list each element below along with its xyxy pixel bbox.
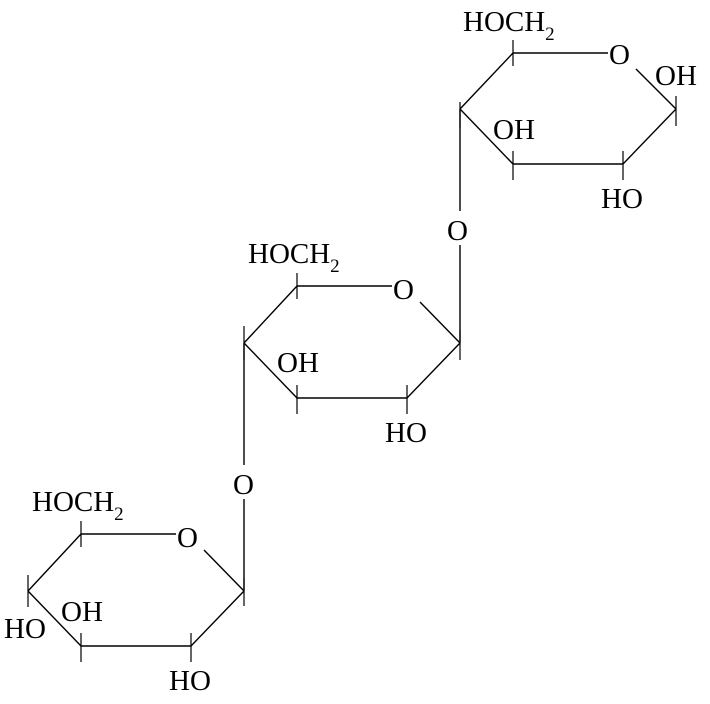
ring-top-c3-oh-label: OH <box>493 114 535 146</box>
ring-top-ch2oh-label: HOCH2 <box>463 6 555 45</box>
ring-top-bond <box>459 52 514 110</box>
ring-bottom-c4-oh-label: HO <box>4 613 46 645</box>
ring-bottom-c2-oh-label: HO <box>169 665 211 697</box>
ring-top: HOCH2 O OH OH HO <box>459 6 697 215</box>
ring-middle-oxygen-label: O <box>393 274 414 306</box>
ring-bottom-bond <box>27 533 82 592</box>
ring-middle-ch2oh-label: HOCH2 <box>248 238 340 277</box>
ring-bottom-bond <box>190 590 245 647</box>
ring-bottom-oxygen-label: O <box>177 522 198 554</box>
ring-bottom-bond <box>203 549 245 592</box>
ring-middle: HOCH2 O OH HO <box>243 238 461 449</box>
link-lower-oxygen-label: O <box>233 469 254 501</box>
ring-bottom: HOCH2 O HO OH HO <box>4 486 245 697</box>
ring-top-oxygen-label: O <box>609 39 630 71</box>
ring-top-c2-oh-label: HO <box>601 183 643 215</box>
ring-top-bond <box>622 108 677 165</box>
ring-bottom-c3-oh-label: OH <box>61 596 103 628</box>
glycosidic-link-upper: O <box>447 109 468 343</box>
link-upper-oxygen-label: O <box>447 215 468 247</box>
ring-bottom-ch2oh-label: HOCH2 <box>32 486 124 525</box>
ring-top-bond <box>459 108 514 165</box>
ring-middle-c3-oh-label: OH <box>277 347 319 379</box>
ring-bottom-bond <box>27 590 82 647</box>
ring-middle-c2-oh-label: HO <box>385 417 427 449</box>
ring-top-anomeric-oh-label: OH <box>655 60 697 92</box>
ring-middle-bond <box>243 342 298 399</box>
ring-top-bond <box>635 68 677 110</box>
ring-middle-bond <box>419 301 461 344</box>
ring-middle-bond <box>243 285 298 344</box>
ring-middle-bond <box>406 342 461 399</box>
glycosidic-link-lower: O <box>233 343 254 591</box>
